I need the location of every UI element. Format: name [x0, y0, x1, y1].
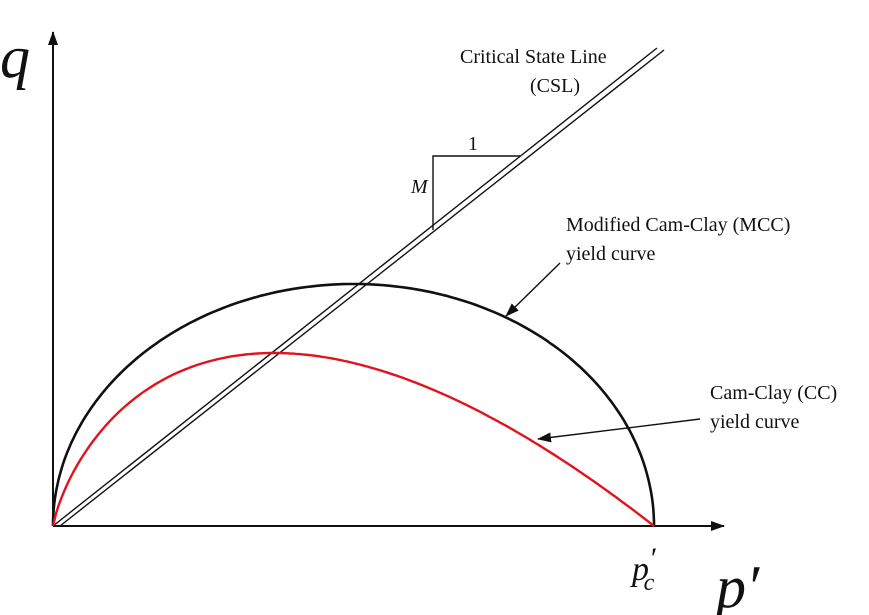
pc-label: p′c [630, 542, 656, 596]
cc-leader-arrow [537, 418, 701, 443]
mcc-leader-arrow [505, 262, 561, 317]
slope-rise-label: M [410, 176, 429, 198]
cc-label-line1: Cam-Clay (CC) [710, 382, 837, 404]
cc-yield-curve [51, 351, 655, 527]
csl-title: Critical State Line [460, 46, 607, 68]
mcc-label-line2: yield curve [566, 243, 656, 265]
csl-abbrev: (CSL) [530, 75, 580, 97]
mcc-yield-curve [51, 282, 656, 526]
pc-label-prime: ′ [649, 542, 656, 575]
pc-label-sub: c [644, 570, 655, 596]
mcc-label-line1: Modified Cam-Clay (MCC) [566, 214, 790, 236]
cc-label-line2: yield curve [710, 411, 800, 433]
slope-run-label: 1 [468, 133, 478, 155]
csl-line-lower [59, 49, 665, 527]
slope-triangle [432, 155, 520, 230]
csl-line-upper [52, 47, 658, 527]
pc-label-base: p [630, 551, 649, 588]
q-axis-label: q [0, 24, 30, 90]
p-axis-label: p′ [712, 554, 760, 615]
